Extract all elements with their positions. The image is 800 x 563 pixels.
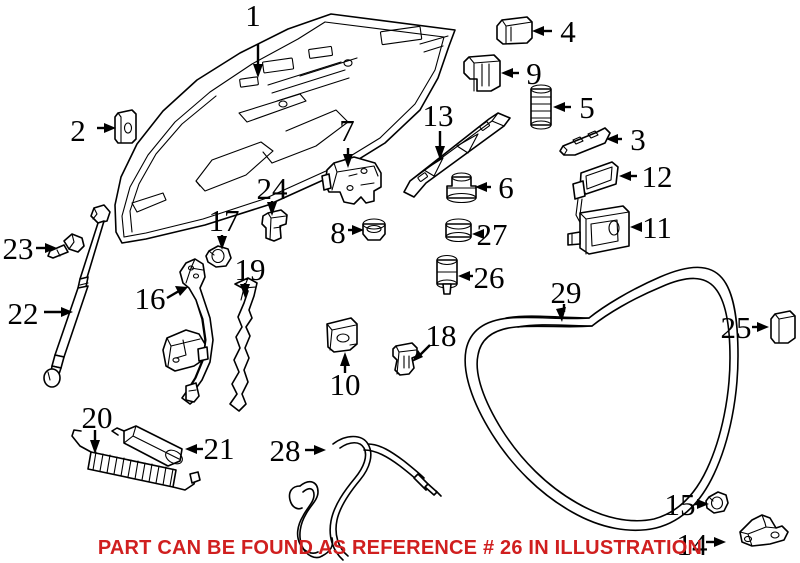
callout-number-24: 24 (257, 171, 289, 206)
part-counterbalance-spring (71, 429, 201, 491)
callout-number-19: 19 (235, 252, 266, 287)
callout-leaders (36, 26, 769, 547)
part-trunk-latch-assembly (321, 156, 382, 205)
callout-number-26: 26 (474, 260, 505, 295)
part-trunk-weather-seal (464, 266, 739, 532)
part-hinge-pivot-nut (205, 245, 232, 268)
callout-number-13: 13 (423, 98, 454, 133)
callout-numbers: 1 2 3 4 5 6 7 8 9 10 11 12 13 14 15 16 1… (3, 0, 752, 562)
callout-number-25: 25 (721, 310, 752, 345)
callout-number-17: 17 (209, 203, 240, 238)
reference-note: PART CAN BE FOUND AS REFERENCE # 26 IN I… (97, 537, 703, 559)
part-rubber-bushing-sleeve (530, 84, 552, 130)
callout-number-23: 23 (3, 231, 34, 266)
callout-number-14: 14 (677, 527, 709, 562)
callout-number-28: 28 (270, 433, 301, 468)
callout-number-16: 16 (135, 281, 166, 316)
callout-number-11: 11 (642, 210, 672, 245)
part-hinge-arm (162, 258, 214, 405)
part-trunk-lid-panel (114, 13, 456, 244)
part-striker-cover-trim (559, 127, 611, 156)
callout-number-21: 21 (204, 431, 235, 466)
callout-number-10: 10 (330, 367, 361, 402)
part-reinforcement-rail (403, 112, 511, 198)
part-spring-sleeve-rod (111, 425, 183, 467)
callout-number-4: 4 (560, 14, 576, 49)
part-round-plug-grommet (362, 218, 386, 241)
part-trunk-release-cable (288, 435, 442, 561)
callout-number-15: 15 (665, 487, 696, 522)
part-end-cap-clip (496, 16, 533, 45)
part-gas-strut-lift-support (43, 204, 111, 388)
part-disc-cap-plug (445, 218, 472, 243)
part-angled-mounting-bracket (739, 514, 789, 547)
part-retainer-clip (463, 54, 501, 92)
callout-number-5: 5 (579, 90, 595, 125)
callout-number-9: 9 (526, 56, 542, 91)
callout-number-2: 2 (70, 113, 86, 148)
part-bumper-stop-block (114, 109, 137, 144)
part-hinge-cover-trim (229, 277, 258, 412)
callout-number-7: 7 (339, 113, 355, 148)
callout-number-20: 20 (82, 400, 113, 435)
callout-number-18: 18 (426, 318, 457, 353)
callout-number-29: 29 (551, 275, 582, 310)
callout-number-3: 3 (630, 122, 646, 157)
callout-number-27: 27 (477, 217, 508, 252)
part-support-bracket (326, 317, 358, 353)
part-small-cap-nut (705, 491, 729, 514)
part-stepped-grommet (446, 172, 477, 204)
callout-number-12: 12 (642, 159, 673, 194)
part-strut-mounting-bolt (47, 233, 85, 259)
callout-number-6: 6 (498, 170, 514, 205)
part-wire-harness-clip (392, 342, 418, 376)
callout-number-8: 8 (330, 215, 346, 250)
part-cable-end-clip (261, 209, 288, 242)
callout-number-1: 1 (245, 0, 261, 33)
part-stud-bumper (436, 254, 458, 295)
callout-number-22: 22 (8, 296, 39, 331)
part-edge-clip-block (770, 310, 796, 344)
part-handle-switch-unit (567, 205, 630, 255)
